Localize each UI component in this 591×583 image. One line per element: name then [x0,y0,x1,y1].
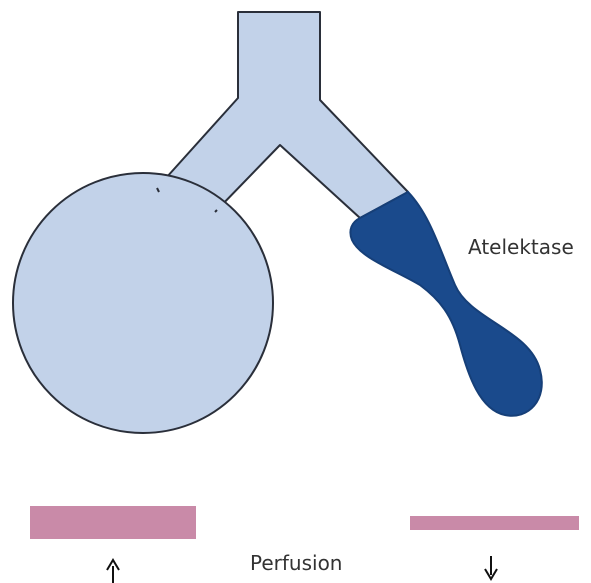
arrow-up-icon [107,560,119,583]
perfusion-bar-left [30,506,196,539]
normal-alveolus [13,173,273,433]
atelectatic-alveolus [350,192,541,416]
perfusion-bar-right [410,516,579,530]
arrow-down-icon [485,556,497,579]
atelectasis-label: Atelektase [468,235,574,259]
airway-tree [13,12,408,433]
perfusion-label: Perfusion [250,551,342,575]
bronchus-connection-outline-right [215,210,217,212]
